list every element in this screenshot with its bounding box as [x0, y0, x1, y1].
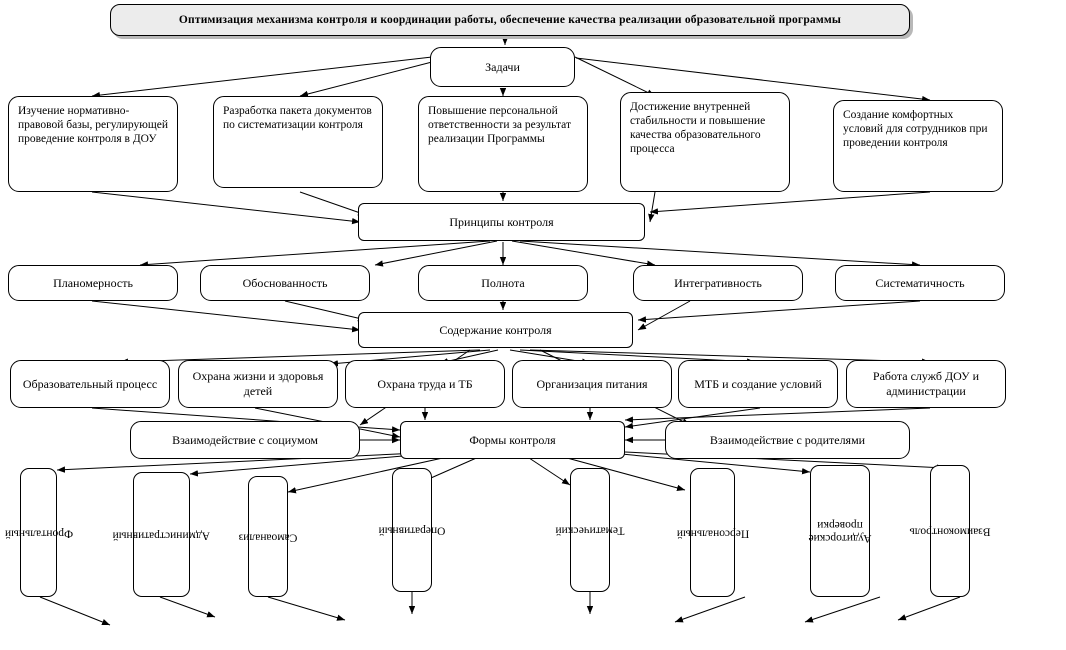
- form-box[interactable]: Оперативный: [379, 468, 445, 592]
- task-box[interactable]: Повышение персональной ответственности з…: [418, 96, 588, 192]
- content-label: Работа служб ДОУ и администрации: [872, 369, 980, 398]
- form-label: Тематический: [555, 524, 625, 537]
- form-box[interactable]: Административный: [112, 472, 210, 597]
- form-box[interactable]: Взаимоконтроль: [910, 465, 990, 597]
- content-label: Организация питания: [536, 376, 648, 391]
- form-label: Персональный: [676, 527, 749, 540]
- task-box[interactable]: Создание комфортных условий для сотрудни…: [833, 100, 1003, 192]
- form-box[interactable]: Персональный: [676, 468, 749, 597]
- task-box[interactable]: Разработка пакета документов по системат…: [213, 96, 383, 188]
- content-box-social[interactable]: Взаимодействие с социумом: [130, 421, 360, 459]
- content-box[interactable]: Организация питания: [512, 360, 672, 408]
- content-label: Образовательный процесс: [22, 376, 158, 391]
- principle-box[interactable]: Интегративность: [633, 265, 803, 301]
- task-label: Повышение персональной ответственности з…: [428, 105, 571, 146]
- principle-label: Систематичность: [875, 275, 965, 290]
- task-box[interactable]: Достижение внутренней стабильности и пов…: [620, 92, 790, 192]
- task-label: Достижение внутренней стабильности и пов…: [630, 101, 766, 156]
- diagram-title: Оптимизация механизма контроля и координ…: [178, 13, 842, 26]
- form-box[interactable]: Аудиторские проверки: [808, 465, 872, 597]
- principle-label: Интегративность: [674, 275, 762, 290]
- diagram-title-banner: Оптимизация механизма контроля и координ…: [110, 4, 910, 36]
- form-label: Административный: [112, 529, 210, 542]
- principle-box[interactable]: Систематичность: [835, 265, 1005, 301]
- form-label: Аудиторские проверки: [808, 519, 872, 545]
- form-label: Самоанализ: [238, 531, 298, 544]
- principle-box[interactable]: Планомерность: [8, 265, 178, 301]
- task-label: Создание комфортных условий для сотрудни…: [843, 109, 988, 150]
- content-label: Взаимодействие с социумом: [172, 432, 318, 447]
- hub-forms-label: Формы контроля: [469, 432, 556, 447]
- hub-tasks-label: Задачи: [485, 59, 520, 74]
- content-box[interactable]: МТБ и создание условий: [678, 360, 838, 408]
- hub-principles[interactable]: Принципы контроля: [358, 203, 645, 241]
- principle-box[interactable]: Полнота: [418, 265, 588, 301]
- hub-principles-label: Принципы контроля: [449, 214, 554, 229]
- content-label: Охрана труда и ТБ: [377, 376, 473, 391]
- content-label: Охрана жизни и здоровья детей: [192, 369, 324, 398]
- hub-content-label: Содержание контроля: [439, 322, 552, 337]
- content-label: МТБ и создание условий: [694, 376, 822, 391]
- content-box[interactable]: Охрана труда и ТБ: [345, 360, 505, 408]
- content-box-parents[interactable]: Взаимодействие с родителями: [665, 421, 910, 459]
- principle-label: Планомерность: [53, 275, 133, 290]
- principle-label: Полнота: [481, 275, 525, 290]
- task-box[interactable]: Изучение нормативно-правовой базы, регул…: [8, 96, 178, 192]
- hub-content[interactable]: Содержание контроля: [358, 312, 633, 348]
- principle-box[interactable]: Обоснованность: [200, 265, 370, 301]
- form-label: Фронтальный: [4, 527, 73, 540]
- form-box[interactable]: Фронтальный: [4, 468, 73, 597]
- form-label: Оперативный: [378, 524, 446, 537]
- form-box[interactable]: Тематический: [555, 468, 625, 592]
- content-box[interactable]: Образовательный процесс: [10, 360, 170, 408]
- task-label: Изучение нормативно-правовой базы, регул…: [18, 105, 168, 146]
- content-box[interactable]: Охрана жизни и здоровья детей: [178, 360, 338, 408]
- form-label: Взаимоконтроль: [909, 525, 991, 538]
- form-box[interactable]: Самоанализ: [239, 476, 297, 597]
- principle-label: Обоснованность: [242, 275, 328, 290]
- task-label: Разработка пакета документов по системат…: [223, 105, 372, 132]
- hub-forms[interactable]: Формы контроля: [400, 421, 625, 459]
- hub-tasks[interactable]: Задачи: [430, 47, 575, 87]
- content-label: Взаимодействие с родителями: [709, 432, 866, 447]
- content-box[interactable]: Работа служб ДОУ и администрации: [846, 360, 1006, 408]
